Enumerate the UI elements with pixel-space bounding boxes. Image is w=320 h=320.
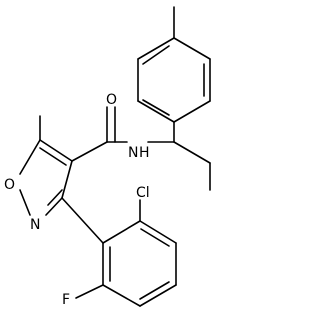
bond-isox-n-c3 [45, 197, 63, 216]
bond-isox-c3-c4 [61, 160, 73, 199]
bond-aryl-4 [139, 284, 177, 307]
atom-nitrogen-ring: N [30, 217, 40, 233]
atom-oxygen-ring: O [4, 177, 15, 193]
bond-isox-c5-o [19, 139, 41, 175]
atom-chlorine: Cl [136, 185, 150, 201]
bond-c-ring [71, 141, 108, 162]
atom-nitrogen-amide: N [128, 145, 138, 161]
bond-aryl-5 [102, 284, 141, 307]
bond-isox-n-c3-inner [47, 189, 63, 206]
bond-isox-c4-c5-inner [39, 147, 67, 166]
bond-aryl-f [75, 284, 104, 299]
bond-tolyl-3 [173, 100, 211, 123]
bond-aryl-1 [102, 220, 141, 244]
atom-oxygen-carbonyl: O [106, 92, 117, 108]
bond-c3-aryl [61, 197, 104, 244]
molecule-canvas: O N H O N Cl F [4, 6, 211, 308]
atom-hydrogen-amide: H [139, 145, 150, 161]
bond-tolyl-6 [137, 37, 175, 60]
bond-isox-o-n [19, 189, 31, 216]
bond-aryl-2 [139, 220, 177, 244]
bond-tolyl-1 [173, 37, 211, 60]
bond-isox-c4-c5 [39, 139, 73, 162]
bond-tolyl-4 [137, 100, 175, 123]
atom-fluorine: F [62, 292, 70, 308]
bond-aryl-inner-1 [140, 228, 170, 247]
bond-tolyl-inner-3 [142, 45, 170, 65]
bond-aryl-inner-2 [139, 281, 170, 300]
bond-tolyl-inner-2 [142, 99, 170, 116]
molecule-diagram: O N H O N Cl F [4, 6, 211, 308]
bond-ch-ethyl-1 [173, 141, 211, 164]
